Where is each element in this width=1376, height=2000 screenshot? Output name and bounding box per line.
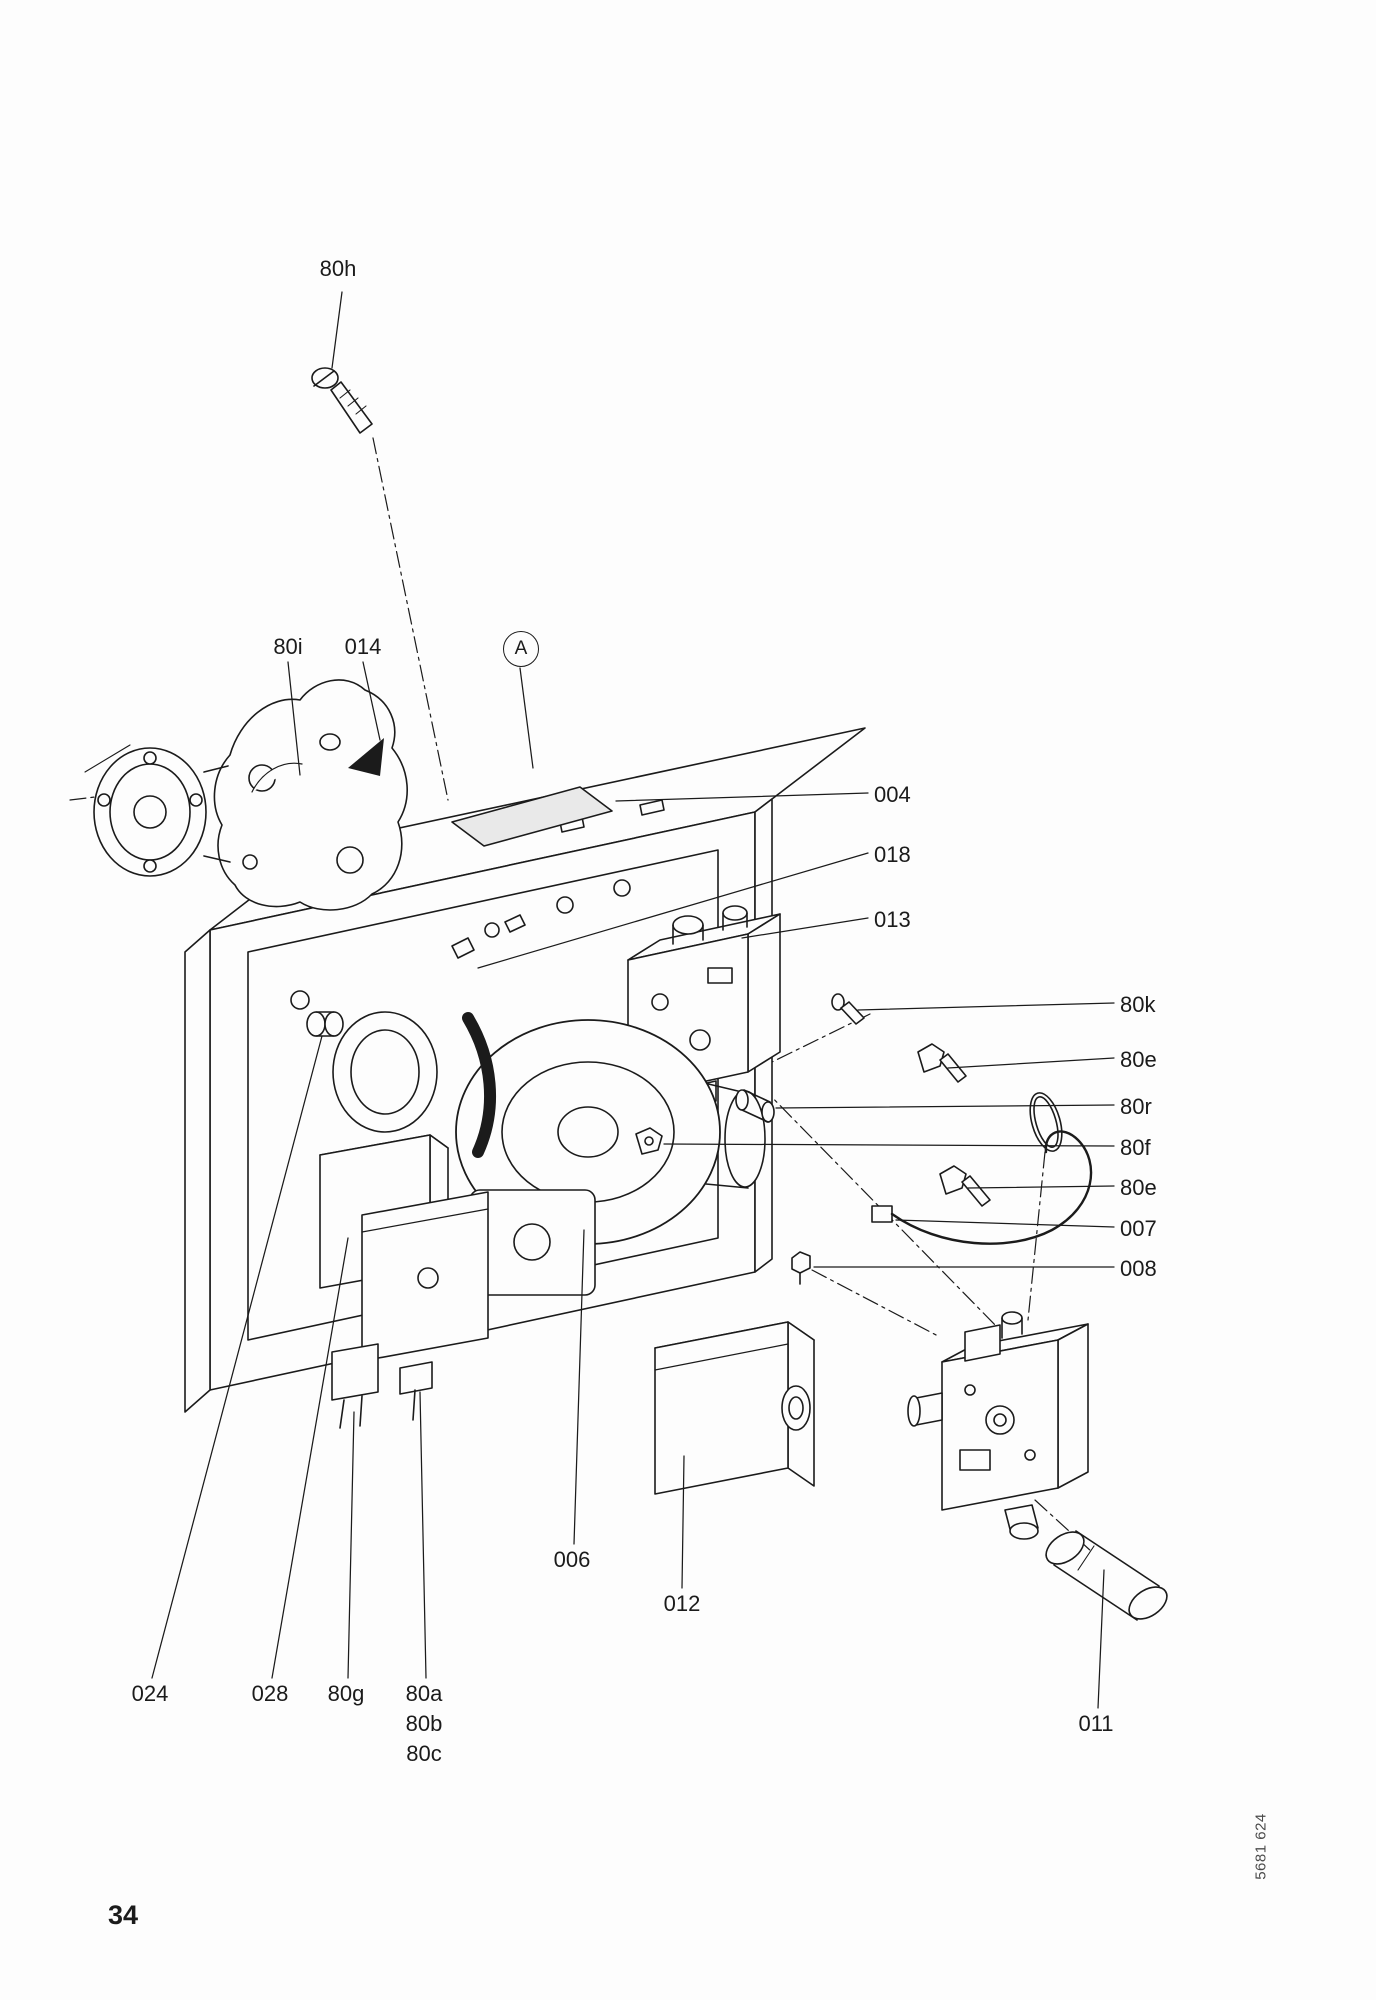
callout-80h: 80h <box>319 256 357 281</box>
part-front-boxes <box>319 1134 489 1429</box>
callout-007: 007 <box>1120 1216 1157 1241</box>
callout-024: 024 <box>131 1681 169 1706</box>
part-screw-80k <box>831 993 865 1025</box>
detail-marker-a: A <box>503 631 539 667</box>
callout-013: 013 <box>874 907 911 932</box>
bold-arrow-marks <box>348 738 496 1158</box>
part-flange-casting-014 <box>84 679 408 911</box>
page-number: 34 <box>108 1900 139 1930</box>
part-bolt-80e-1 <box>917 1043 967 1083</box>
callout-80e-1: 80e <box>1120 1047 1157 1072</box>
callout-012: 012 <box>663 1591 701 1616</box>
callout-004: 004 <box>874 782 911 807</box>
callout-80k: 80k <box>1120 992 1156 1017</box>
callout-80a: 80a <box>405 1681 443 1706</box>
callout-006: 006 <box>553 1547 591 1572</box>
callout-80c: 80c <box>406 1741 442 1766</box>
callout-80e-2: 80e <box>1120 1175 1157 1200</box>
document-code: 5681 624 <box>1252 1813 1270 1880</box>
callout-028: 028 <box>251 1681 289 1706</box>
part-fitting-80f <box>635 1127 663 1155</box>
part-hub-80i <box>93 747 231 877</box>
part-oring-007 <box>1029 1092 1063 1152</box>
callout-leader-lines <box>151 291 1115 1709</box>
part-cable-007 <box>871 1130 1093 1245</box>
part-gas-valve-011 <box>907 1311 1089 1540</box>
callout-80r: 80r <box>1120 1094 1152 1119</box>
part-pipe-011 <box>1045 1530 1168 1621</box>
callout-018: 018 <box>874 842 911 867</box>
part-transformer-012 <box>654 1321 815 1495</box>
part-blower-006 <box>455 1019 766 1296</box>
callout-014: 014 <box>344 634 382 659</box>
part-screw-80h <box>311 367 373 434</box>
callout-80f: 80f <box>1120 1135 1151 1160</box>
callout-011: 011 <box>1078 1711 1114 1736</box>
part-bolt-80e-2 <box>939 1165 991 1207</box>
callout-008: 008 <box>1120 1256 1157 1281</box>
part-fitting-008 <box>791 1251 811 1285</box>
callout-80i: 80i <box>273 634 303 659</box>
callout-80b: 80b <box>405 1711 443 1736</box>
part-label-plate-004 <box>451 786 613 847</box>
part-nozzle-80r <box>735 1089 775 1123</box>
detail-marker-a-label: A <box>514 638 528 659</box>
callout-80g: 80g <box>327 1681 365 1706</box>
